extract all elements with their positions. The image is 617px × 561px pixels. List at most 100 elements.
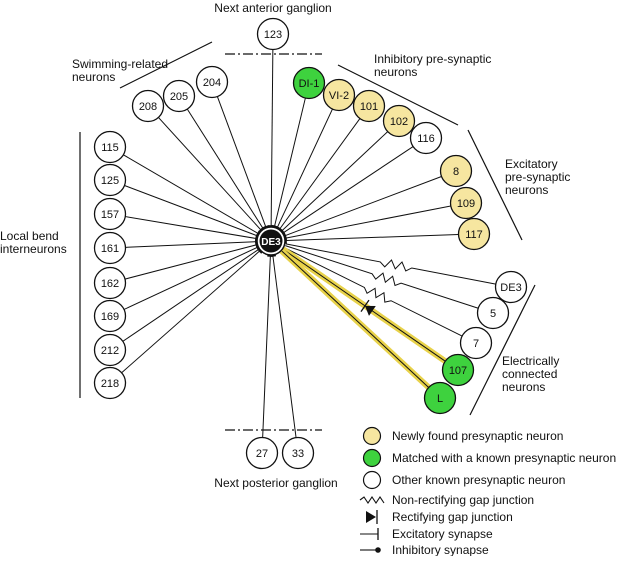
- connection-local-125: [124, 185, 256, 235]
- neuron-inhibitory-di-1: DI-1: [294, 68, 325, 99]
- neuron-label-electrical-107: 107: [449, 365, 467, 377]
- neuron-label-posterior-33: 33: [292, 448, 304, 460]
- neuron-label-electrical-7: 7: [473, 338, 479, 350]
- connection-swimming-204: [217, 97, 265, 227]
- legend-label-new: Newly found presynaptic neuron: [392, 429, 563, 443]
- local-bend-label-line1: Local bend: [0, 229, 59, 243]
- neuron-label-local-212: 212: [101, 345, 119, 357]
- neuron-label-electrical-de3: DE3: [500, 282, 521, 294]
- connection-electrical-l: [282, 251, 429, 387]
- de3-hub: DE3: [257, 227, 285, 255]
- neuron-local-218: 218: [95, 368, 126, 399]
- neuron-label-swimming-204: 204: [203, 77, 221, 89]
- legend-item-new: Newly found presynaptic neuron: [364, 428, 564, 445]
- neuron-electrical-7: 7: [461, 328, 492, 359]
- neuron-label-local-218: 218: [101, 378, 119, 390]
- neuron-excitatory-117: 117: [459, 219, 490, 250]
- neuron-label-inhibitory-101: 101: [360, 101, 378, 113]
- legend-item-rect: Rectifying gap junction: [366, 510, 513, 524]
- legend-label-exc: Excitatory synapse: [392, 527, 493, 541]
- neuron-local-162: 162: [95, 268, 126, 299]
- neuron-label-excitatory-8: 8: [453, 166, 459, 178]
- excitatory-label-line1: Excitatory: [505, 157, 558, 171]
- de3-center-label: DE3: [261, 237, 281, 248]
- neuron-posterior-27: 27: [247, 438, 278, 469]
- connection-posterior-27: [263, 256, 271, 438]
- neuron-electrical-107: 107: [443, 355, 474, 386]
- connection-local-169: [124, 247, 257, 309]
- legend-label-rect: Rectifying gap junction: [392, 510, 513, 524]
- legend-label-inh: Inhibitory synapse: [392, 543, 489, 556]
- neuron-local-157: 157: [95, 199, 126, 230]
- neuron-label-inhibitory-102: 102: [390, 116, 408, 128]
- legend-item-matched: Matched with a known presynaptic neuron: [364, 450, 617, 467]
- neuron-inhibitory-101: 101: [354, 91, 385, 122]
- neuron-anterior-123: 123: [258, 19, 289, 50]
- neuron-local-212: 212: [95, 335, 126, 366]
- neuron-label-local-115: 115: [101, 142, 119, 154]
- neuron-label-posterior-27: 27: [256, 448, 268, 460]
- neuron-electrical-de3: DE3: [496, 272, 527, 303]
- neuron-label-local-162: 162: [101, 278, 119, 290]
- neuron-label-local-169: 169: [101, 311, 119, 323]
- legend-swatch-new: [364, 428, 381, 445]
- excitatory-label-line3: neurons: [505, 183, 548, 197]
- neuron-local-125: 125: [95, 165, 126, 196]
- connection-excitatory-109: [286, 206, 451, 238]
- swimming-label-line2: neurons: [72, 70, 115, 84]
- neuron-inhibitory-vi-2: VI-2: [324, 80, 355, 111]
- neuron-label-excitatory-117: 117: [465, 229, 483, 241]
- connection-inhibitory-di-1: [275, 98, 306, 226]
- connection-excitatory-117: [286, 235, 459, 241]
- neuron-nodes: 123 208 205 204 DI-1VI-2 101 102 116 8 109 117 115 1…: [95, 19, 527, 469]
- inhibitory-label-line2: neurons: [374, 65, 417, 79]
- neuron-posterior-33: 33: [283, 438, 314, 469]
- excitatory-label-line2: pre-synaptic: [505, 170, 570, 184]
- neuron-swimming-208: 208: [133, 91, 164, 122]
- neuron-swimming-204: 204: [197, 67, 228, 98]
- neuron-local-161: 161: [95, 233, 126, 264]
- neuron-inhibitory-102: 102: [384, 106, 415, 137]
- connection-local-218: [122, 251, 260, 373]
- neuron-label-excitatory-109: 109: [457, 198, 475, 210]
- legend-item-exc: Excitatory synapse: [360, 527, 493, 541]
- legend-symbol-gap: [360, 497, 384, 503]
- connection-local-162: [125, 245, 256, 279]
- neuron-label-local-161: 161: [101, 243, 119, 255]
- neuron-inhibitory-116: 116: [411, 123, 442, 154]
- connection-local-115: [123, 155, 258, 234]
- local-bend-label-line2: interneurons: [0, 242, 67, 256]
- legend-item-inh: Inhibitory synapse: [360, 543, 489, 556]
- legend-swatch-other: [364, 472, 381, 489]
- neuron-label-electrical-l: L: [437, 393, 443, 405]
- neuron-label-inhibitory-di-1: DI-1: [299, 78, 320, 90]
- legend-swatch-matched: [364, 450, 381, 467]
- neuron-label-inhibitory-vi-2: VI-2: [329, 90, 349, 102]
- neuron-local-169: 169: [95, 301, 126, 332]
- neuron-label-swimming-208: 208: [139, 101, 157, 113]
- neuron-electrical-l: L: [425, 383, 456, 414]
- neuron-excitatory-109: 109: [451, 188, 482, 219]
- legend-item-gap: Non-rectifying gap junction: [360, 493, 534, 507]
- connection-posterior-33: [273, 256, 296, 438]
- legend-item-other: Other known presynaptic neuron: [364, 472, 566, 489]
- legend-label-gap: Non-rectifying gap junction: [392, 493, 534, 507]
- neuron-label-electrical-5: 5: [490, 308, 496, 320]
- connection-anterior-123: [271, 49, 273, 226]
- legend-symbol-inh-dot: [375, 547, 381, 553]
- connection-electrical-107: [283, 250, 445, 362]
- legend-symbol-rect: [366, 511, 376, 523]
- connection-local-161: [125, 242, 256, 248]
- neuron-label-local-157: 157: [101, 209, 119, 221]
- gap-junction-electrical-5: [285, 246, 478, 309]
- neuron-swimming-205: 205: [164, 81, 195, 112]
- neuron-label-swimming-205: 205: [170, 91, 188, 103]
- electrical-label-line2: connected: [502, 367, 557, 381]
- electrical-label-line1: Electrically: [502, 354, 559, 368]
- neuron-label-anterior-123: 123: [264, 29, 282, 41]
- neuron-label-inhibitory-116: 116: [417, 133, 435, 145]
- connection-swimming-205: [187, 109, 263, 228]
- connection-inhibitory-116: [283, 147, 413, 233]
